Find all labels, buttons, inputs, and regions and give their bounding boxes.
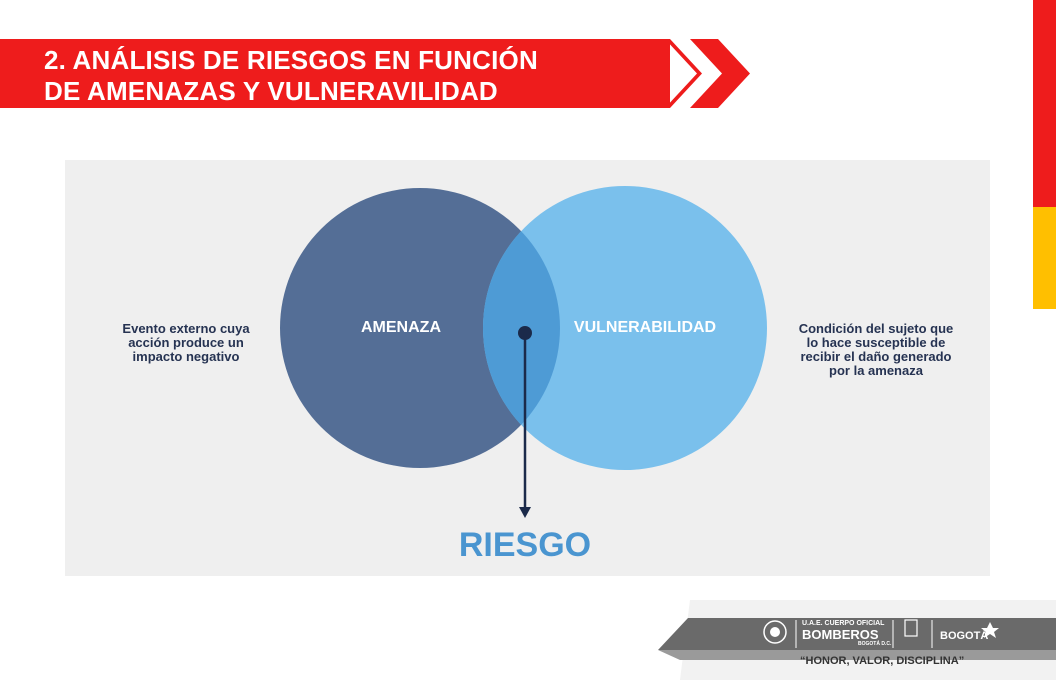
motto: “HONOR, VALOR, DISCIPLINA” (800, 655, 965, 667)
alcaldia-crest-icon (904, 619, 918, 637)
star-icon (981, 622, 999, 638)
page-title: 2. ANÁLISIS DE RIESGOS EN FUNCIÓN DE AME… (44, 45, 538, 107)
vulnerabilidad-desc-line3: recibir el daño generado (801, 349, 952, 364)
riesgo-label: RIESGO (459, 526, 591, 564)
bomberos-shield-icon (763, 620, 787, 644)
vulnerabilidad-label: VULNERABILIDAD (574, 319, 716, 336)
amenaza-desc-line2: acción produce un (128, 335, 244, 350)
page-title-line2: DE AMENAZAS Y VULNERAVILIDAD (44, 76, 498, 106)
amenaza-desc-line1: Evento externo cuya (122, 321, 250, 336)
amenaza-circle (280, 188, 560, 468)
vulnerabilidad-circle (483, 186, 767, 470)
arrow-head-icon (519, 507, 531, 518)
vulnerabilidad-desc-line2: lo hace susceptible de (807, 335, 946, 350)
amenaza-label: AMENAZA (361, 319, 441, 336)
bomberos-shield-inner-icon (770, 627, 780, 637)
page-title-line1: 2. ANÁLISIS DE RIESGOS EN FUNCIÓN (44, 45, 538, 75)
bogota-logo: BOGOTÁ (940, 630, 989, 642)
vulnerabilidad-desc-line1: Condición del sujeto que (799, 321, 954, 336)
side-accent-yellow (1033, 207, 1056, 309)
org-line3: BOGOTÁ D.C. (858, 641, 892, 647)
title-banner (0, 39, 670, 108)
org-line2: BOMBEROS (802, 627, 879, 642)
org-line1: U.A.E. CUERPO OFICIAL (802, 620, 885, 627)
side-accent-red (1033, 0, 1056, 207)
amenaza-desc-line3: impacto negativo (133, 349, 240, 364)
vulnerabilidad-desc-line4: por la amenaza (829, 363, 924, 378)
title-chevron-icon (665, 39, 750, 108)
